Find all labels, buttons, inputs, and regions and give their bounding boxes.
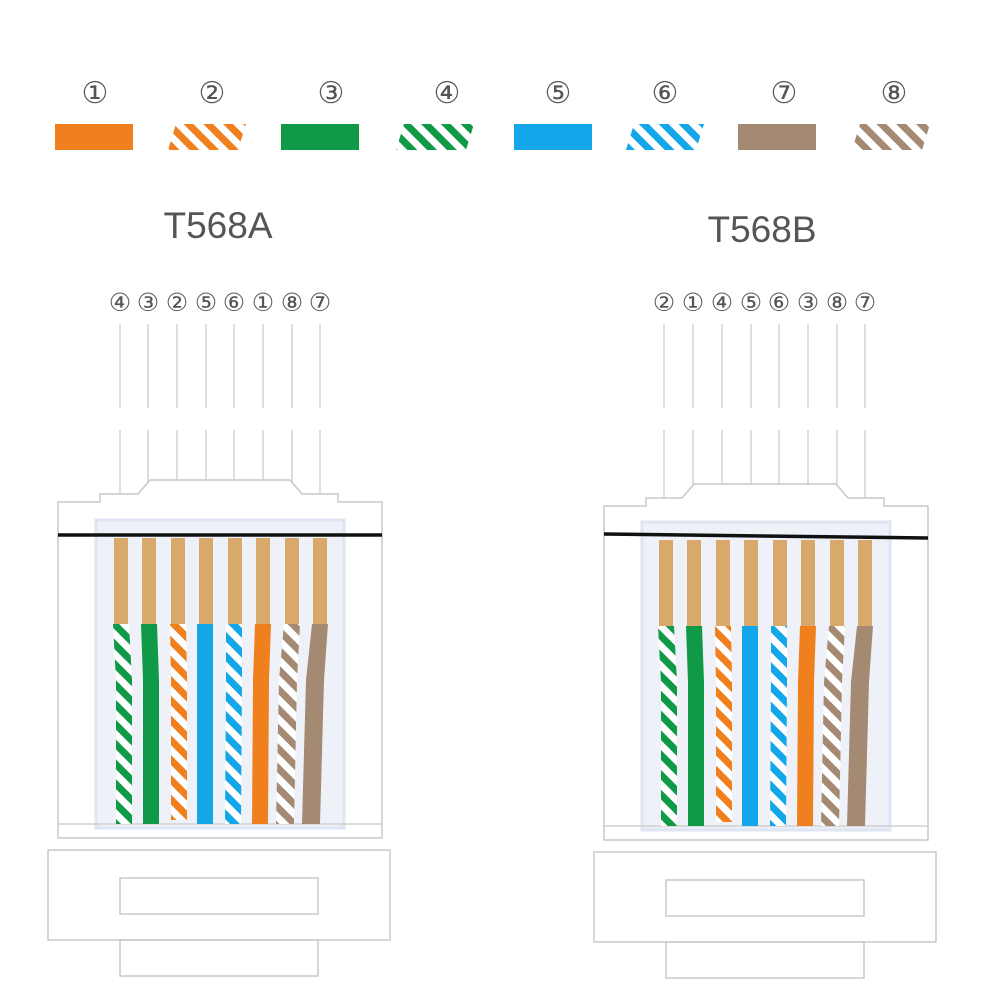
wire-brown [302, 624, 328, 824]
wire-blue [742, 626, 758, 826]
contact-pin [285, 538, 299, 624]
legend-swatch-striped [396, 124, 474, 150]
legend-number: ⑧ [881, 76, 908, 111]
contact-pin [801, 540, 815, 626]
pin-number: ④ [711, 288, 733, 317]
legend-number: ① [82, 76, 109, 111]
wire-green [141, 624, 159, 824]
gold-contacts [114, 538, 327, 624]
pin-number: ① [252, 288, 274, 317]
legend-swatch [738, 124, 816, 150]
latch-window [665, 879, 865, 917]
legend-item-2: ② [168, 76, 246, 150]
pin-number: ③ [137, 288, 159, 317]
contact-pin [256, 538, 270, 624]
contact-pin [659, 540, 673, 626]
wire-orange-stripe [170, 624, 187, 820]
pin-number: ⑤ [740, 288, 762, 317]
wire-blue [197, 624, 213, 824]
legend-number: ⑥ [652, 76, 679, 111]
pin-number: ④ [109, 288, 131, 317]
legend-swatch [514, 124, 592, 150]
callout-row: ④ ③ ② ⑤ ⑥ ① ⑧ ⑦ [109, 288, 331, 317]
legend-item-1: ① [55, 76, 133, 150]
wire-orange [797, 626, 816, 826]
legend-item-6: ⑥ [626, 76, 704, 150]
callout-row: ② ① ④ ⑤ ⑥ ③ ⑧ ⑦ [653, 288, 876, 317]
latch-tab [665, 941, 865, 979]
wire-blue-stripe [225, 624, 242, 824]
pin-number: ⑥ [768, 288, 790, 317]
latch-tab [119, 939, 319, 977]
wire-brown-stripe [821, 626, 845, 826]
wires [113, 624, 328, 824]
contact-pin [114, 538, 128, 624]
legend-swatch-striped [168, 124, 246, 150]
connector-t568b: ② ① ④ ⑤ ⑥ ③ ⑧ ⑦ [593, 288, 937, 979]
legend-swatch-striped [852, 124, 930, 150]
legend-item-5: ⑤ [514, 76, 592, 150]
pin-number: ② [653, 288, 675, 317]
contact-pin [773, 540, 787, 626]
pin-number: ⑦ [309, 288, 331, 317]
pin-number: ① [682, 288, 704, 317]
contact-pin [313, 538, 327, 624]
pin-number: ② [166, 288, 188, 317]
legend-item-3: ③ [281, 76, 359, 150]
wires [658, 626, 873, 826]
legend-swatch [281, 124, 359, 150]
wire-orange-stripe [715, 626, 732, 822]
contact-pin [171, 538, 185, 624]
wire-blue-stripe [770, 626, 787, 826]
legend-number: ③ [318, 76, 345, 111]
t568a-title: T568A [163, 205, 272, 246]
pin-number: ⑧ [281, 288, 303, 317]
wire-brown-stripe [276, 624, 300, 824]
legend-number: ④ [434, 76, 461, 111]
wire-brown [847, 626, 873, 826]
wire-green-stripe [113, 624, 132, 824]
contact-line [603, 532, 929, 540]
legend-number: ⑤ [545, 76, 572, 111]
contact-pin [142, 538, 156, 624]
legend-swatch-striped [626, 124, 704, 150]
legend-swatch [55, 124, 133, 150]
contact-pin [830, 540, 844, 626]
pin-number: ⑦ [854, 288, 876, 317]
legend-item-8: ⑧ [852, 76, 930, 150]
latch-window [119, 877, 319, 915]
legend-item-7: ⑦ [738, 76, 816, 150]
gold-contacts [659, 540, 872, 626]
wire-orange [252, 624, 271, 824]
contact-pin [744, 540, 758, 626]
pin-number: ⑤ [195, 288, 217, 317]
pin-number: ⑧ [826, 288, 848, 317]
wire-green-stripe [658, 626, 677, 826]
pin-number: ⑥ [223, 288, 245, 317]
t568b-title: T568B [707, 209, 816, 250]
contact-pin [687, 540, 701, 626]
wire-green [686, 626, 704, 826]
pin-number: ③ [797, 288, 819, 317]
inner-frame [94, 518, 346, 830]
contact-pin [199, 538, 213, 624]
color-legend: ① ② ③ ④ ⑤ ⑥ ⑦ ⑧ [55, 76, 930, 150]
contact-pin [228, 538, 242, 624]
connector-t568a: ④ ③ ② ⑤ ⑥ ① ⑧ ⑦ [47, 288, 391, 977]
legend-number: ② [199, 76, 226, 111]
contact-pin [716, 540, 730, 626]
legend-item-4: ④ [396, 76, 474, 150]
legend-number: ⑦ [771, 76, 798, 111]
contact-pin [858, 540, 872, 626]
